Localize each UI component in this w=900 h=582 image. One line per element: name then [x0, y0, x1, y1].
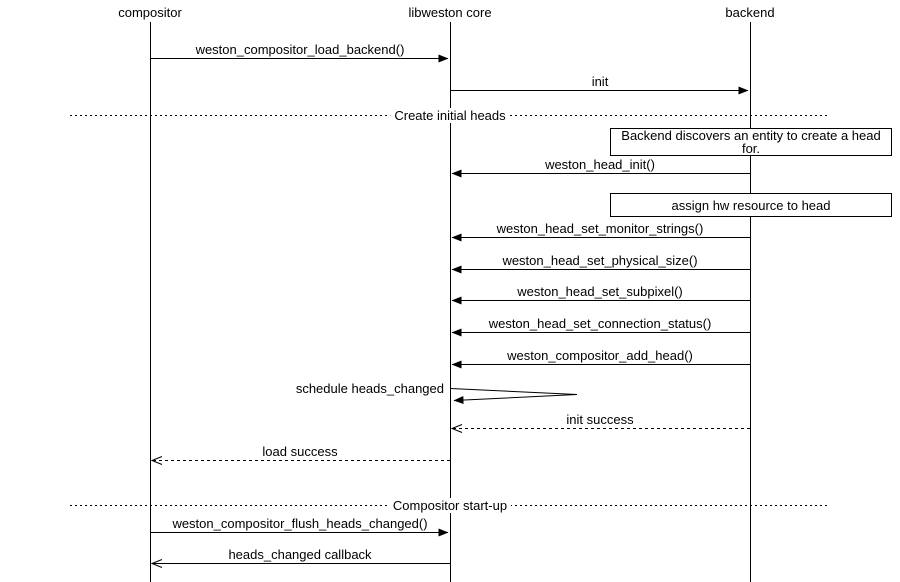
entity-libweston-core: libweston core — [408, 5, 492, 20]
message-label-load-backend: weston_compositor_load_backend() — [195, 42, 405, 57]
arrow-self-schedule-heads-changed — [450, 388, 578, 405]
divider-label-compositor-startup: Compositor start-up — [388, 498, 512, 513]
divider-label-create-initial-heads: Create initial heads — [390, 108, 510, 123]
message-label-add-head: weston_compositor_add_head() — [507, 348, 693, 363]
message-label-heads-changed-callback: heads_changed callback — [228, 547, 372, 562]
message-label-init-success: init success — [566, 412, 634, 427]
message-label-schedule-heads-changed: schedule heads_changed — [295, 381, 444, 396]
note-backend-discovers-entity: Backend discovers an entity to create a … — [610, 128, 892, 156]
message-label-init: init — [591, 74, 609, 89]
message-label-load-success: load success — [262, 444, 338, 459]
note-assign-hw-resource: assign hw resource to head — [610, 193, 892, 217]
message-label-set-connection-status: weston_head_set_connection_status() — [488, 316, 712, 331]
message-label-head-init: weston_head_init() — [545, 157, 655, 172]
entity-compositor: compositor — [118, 5, 182, 20]
message-label-set-subpixel: weston_head_set_subpixel() — [517, 284, 683, 299]
message-label-set-monitor-strings: weston_head_set_monitor_strings() — [496, 221, 704, 236]
message-label-flush-heads-changed: weston_compositor_flush_heads_changed() — [172, 516, 428, 531]
message-label-set-physical-size: weston_head_set_physical_size() — [502, 253, 698, 268]
entity-backend: backend — [725, 5, 775, 20]
